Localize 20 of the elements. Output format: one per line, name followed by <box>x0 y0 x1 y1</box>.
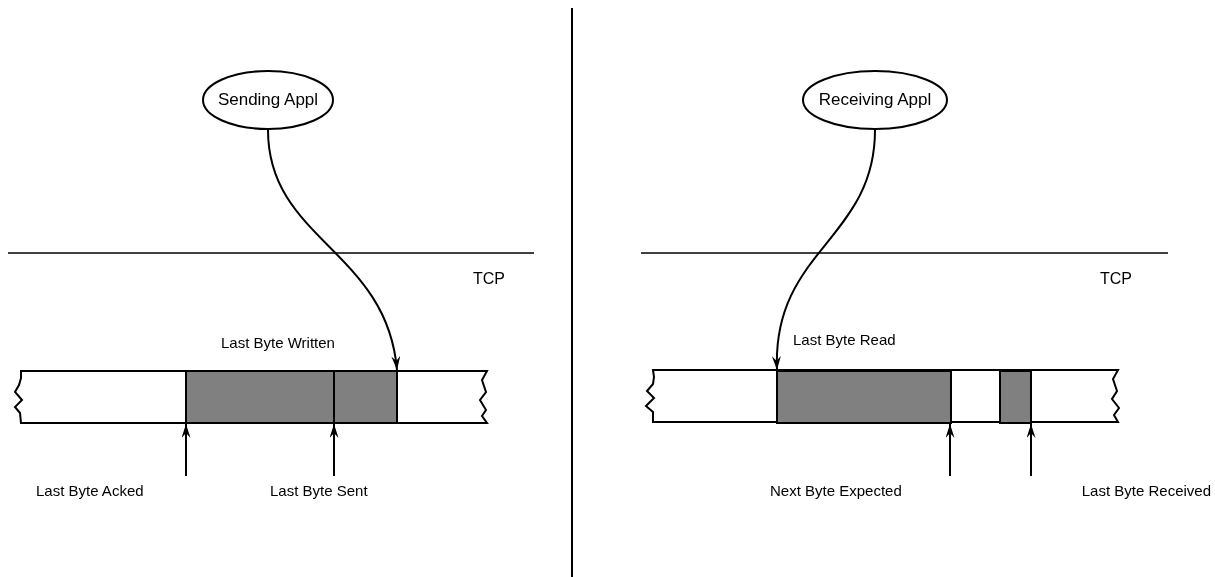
buffer-segment <box>333 370 398 424</box>
arrow <box>945 423 955 477</box>
arrow <box>181 423 191 477</box>
arrow <box>329 423 339 477</box>
pointer-caption: Last Byte Acked <box>36 478 190 499</box>
pointer-caption: Last Byte Read <box>793 331 896 348</box>
pointer-caption: Next Byte Expected <box>770 478 954 499</box>
layer-label: TCP <box>473 270 505 288</box>
buffer-segment <box>776 370 952 424</box>
layer-label: TCP <box>1100 270 1132 288</box>
pointer-caption: Last Byte Written <box>221 334 335 351</box>
arrow <box>267 129 400 371</box>
arrow <box>772 129 876 371</box>
application-name: Sending Appl <box>217 90 319 110</box>
pointer-caption: Last Byte Sent <box>270 478 404 499</box>
buffer-segment <box>185 370 336 424</box>
buffer-segment <box>999 370 1032 424</box>
application-name: Receiving Appl <box>818 90 932 110</box>
pointer-caption: Last Byte Received <box>1027 478 1211 499</box>
arrow <box>1026 423 1036 477</box>
